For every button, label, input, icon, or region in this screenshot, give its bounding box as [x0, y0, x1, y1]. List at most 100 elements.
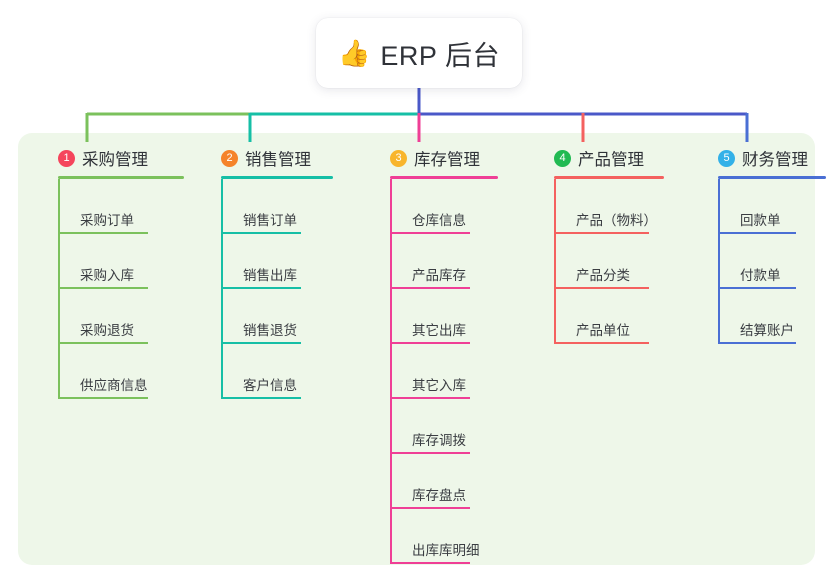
column-rule — [554, 176, 664, 179]
column-item-label: 其它出库 — [412, 323, 466, 339]
column-item-label: 出库库明细 — [412, 543, 480, 559]
column-spine — [58, 179, 60, 399]
column-item[interactable]: 供应商信息 — [58, 344, 184, 399]
column-item-label: 销售出库 — [243, 268, 297, 284]
column-item[interactable]: 产品（物料） — [554, 179, 664, 234]
column-4[interactable]: 4 产品管理产品（物料） 产品分类产品单位 — [534, 140, 664, 344]
column-item-label: 产品（物料） — [576, 213, 657, 229]
column-item-label: 采购订单 — [80, 213, 134, 229]
column-item-label: 销售退货 — [243, 323, 297, 339]
column-item-rule — [390, 287, 470, 289]
column-item[interactable]: 仓库信息 — [390, 179, 498, 234]
column-item-rule — [58, 287, 148, 289]
column-item-rule — [390, 507, 470, 509]
column-item-label: 采购退货 — [80, 323, 134, 339]
column-title: 销售管理 — [245, 151, 311, 169]
column-items: 产品（物料） 产品分类产品单位 — [554, 179, 664, 344]
column-rule — [718, 176, 826, 179]
column-item-rule — [718, 232, 796, 234]
column-spine — [554, 179, 556, 344]
column-item-rule — [718, 287, 796, 289]
column-item-label: 销售订单 — [243, 213, 297, 229]
column-item-label: 供应商信息 — [80, 378, 148, 394]
column-title: 产品管理 — [578, 151, 644, 169]
root-title: ERP 后台 — [380, 40, 500, 71]
column-item[interactable]: 库存调拨 — [390, 399, 498, 454]
column-rule — [58, 176, 184, 179]
diagram-canvas — [18, 133, 815, 565]
column-item-rule — [221, 342, 301, 344]
column-item[interactable]: 出库库明细 — [390, 509, 498, 564]
thumbs-up-icon: 👍 — [338, 38, 371, 68]
column-number-badge: 1 — [58, 149, 75, 167]
column-title: 财务管理 — [742, 151, 808, 169]
column-item-label: 采购入库 — [80, 268, 134, 284]
column-spine — [390, 179, 392, 564]
column-spine — [221, 179, 223, 399]
column-item[interactable]: 采购订单 — [58, 179, 184, 234]
column-item[interactable]: 销售退货 — [221, 289, 333, 344]
column-item[interactable]: 产品库存 — [390, 234, 498, 289]
column-number-badge: 5 — [718, 149, 735, 167]
column-item-label: 产品库存 — [412, 268, 466, 284]
root-node[interactable]: 👍 ERP 后台 — [316, 18, 522, 88]
column-number-badge: 2 — [221, 149, 238, 167]
column-number-badge: 4 — [554, 149, 571, 167]
column-header[interactable]: 1 采购管理 — [38, 140, 184, 176]
column-spine — [718, 179, 720, 344]
column-items: 仓库信息产品库存其它出库其它入库库存调拨库存盘点出库库明细 — [390, 179, 498, 564]
column-rule — [221, 176, 333, 179]
column-item[interactable]: 采购退货 — [58, 289, 184, 344]
column-item-rule — [554, 232, 649, 234]
column-item-rule — [718, 342, 796, 344]
column-item-label: 付款单 — [740, 268, 781, 284]
column-title: 库存管理 — [414, 151, 480, 169]
column-item-label: 客户信息 — [243, 378, 297, 394]
column-items: 回款单付款单结算账户 — [718, 179, 826, 344]
column-item-rule — [221, 232, 301, 234]
column-item-rule — [390, 562, 470, 564]
column-rule — [390, 176, 498, 179]
column-item[interactable]: 结算账户 — [718, 289, 826, 344]
column-item-label: 库存调拨 — [412, 433, 466, 449]
column-item[interactable]: 付款单 — [718, 234, 826, 289]
column-item-label: 结算账户 — [740, 323, 794, 339]
column-item[interactable]: 客户信息 — [221, 344, 333, 399]
column-item[interactable]: 产品单位 — [554, 289, 664, 344]
column-item-rule — [554, 342, 649, 344]
column-1[interactable]: 1 采购管理采购订单采购入库采购退货供应商信息 — [38, 140, 184, 399]
column-item-rule — [390, 342, 470, 344]
column-item-rule — [58, 342, 148, 344]
column-header[interactable]: 2 销售管理 — [201, 140, 333, 176]
column-item-rule — [554, 287, 649, 289]
column-items: 销售订单销售出库销售退货客户信息 — [221, 179, 333, 399]
column-item-label: 回款单 — [740, 213, 781, 229]
column-item[interactable]: 回款单 — [718, 179, 826, 234]
column-item[interactable]: 销售出库 — [221, 234, 333, 289]
column-item[interactable]: 库存盘点 — [390, 454, 498, 509]
column-items: 采购订单采购入库采购退货供应商信息 — [58, 179, 184, 399]
column-2[interactable]: 2 销售管理销售订单销售出库销售退货客户信息 — [201, 140, 333, 399]
column-item-rule — [58, 232, 148, 234]
column-item[interactable]: 销售订单 — [221, 179, 333, 234]
column-item-rule — [221, 397, 301, 399]
column-item-label: 仓库信息 — [412, 213, 466, 229]
column-item-label: 产品分类 — [576, 268, 630, 284]
column-title: 采购管理 — [82, 151, 148, 169]
column-item[interactable]: 采购入库 — [58, 234, 184, 289]
column-header[interactable]: 4 产品管理 — [534, 140, 664, 176]
column-item[interactable]: 其它出库 — [390, 289, 498, 344]
column-item-rule — [221, 287, 301, 289]
column-item-rule — [390, 232, 470, 234]
column-header[interactable]: 5 财务管理 — [698, 140, 826, 176]
column-item[interactable]: 产品分类 — [554, 234, 664, 289]
column-5[interactable]: 5 财务管理回款单付款单结算账户 — [698, 140, 826, 344]
column-item-label: 其它入库 — [412, 378, 466, 394]
column-item[interactable]: 其它入库 — [390, 344, 498, 399]
column-item-rule — [390, 452, 470, 454]
column-item-rule — [58, 397, 148, 399]
column-item-label: 库存盘点 — [412, 488, 466, 504]
column-item-label: 产品单位 — [576, 323, 630, 339]
